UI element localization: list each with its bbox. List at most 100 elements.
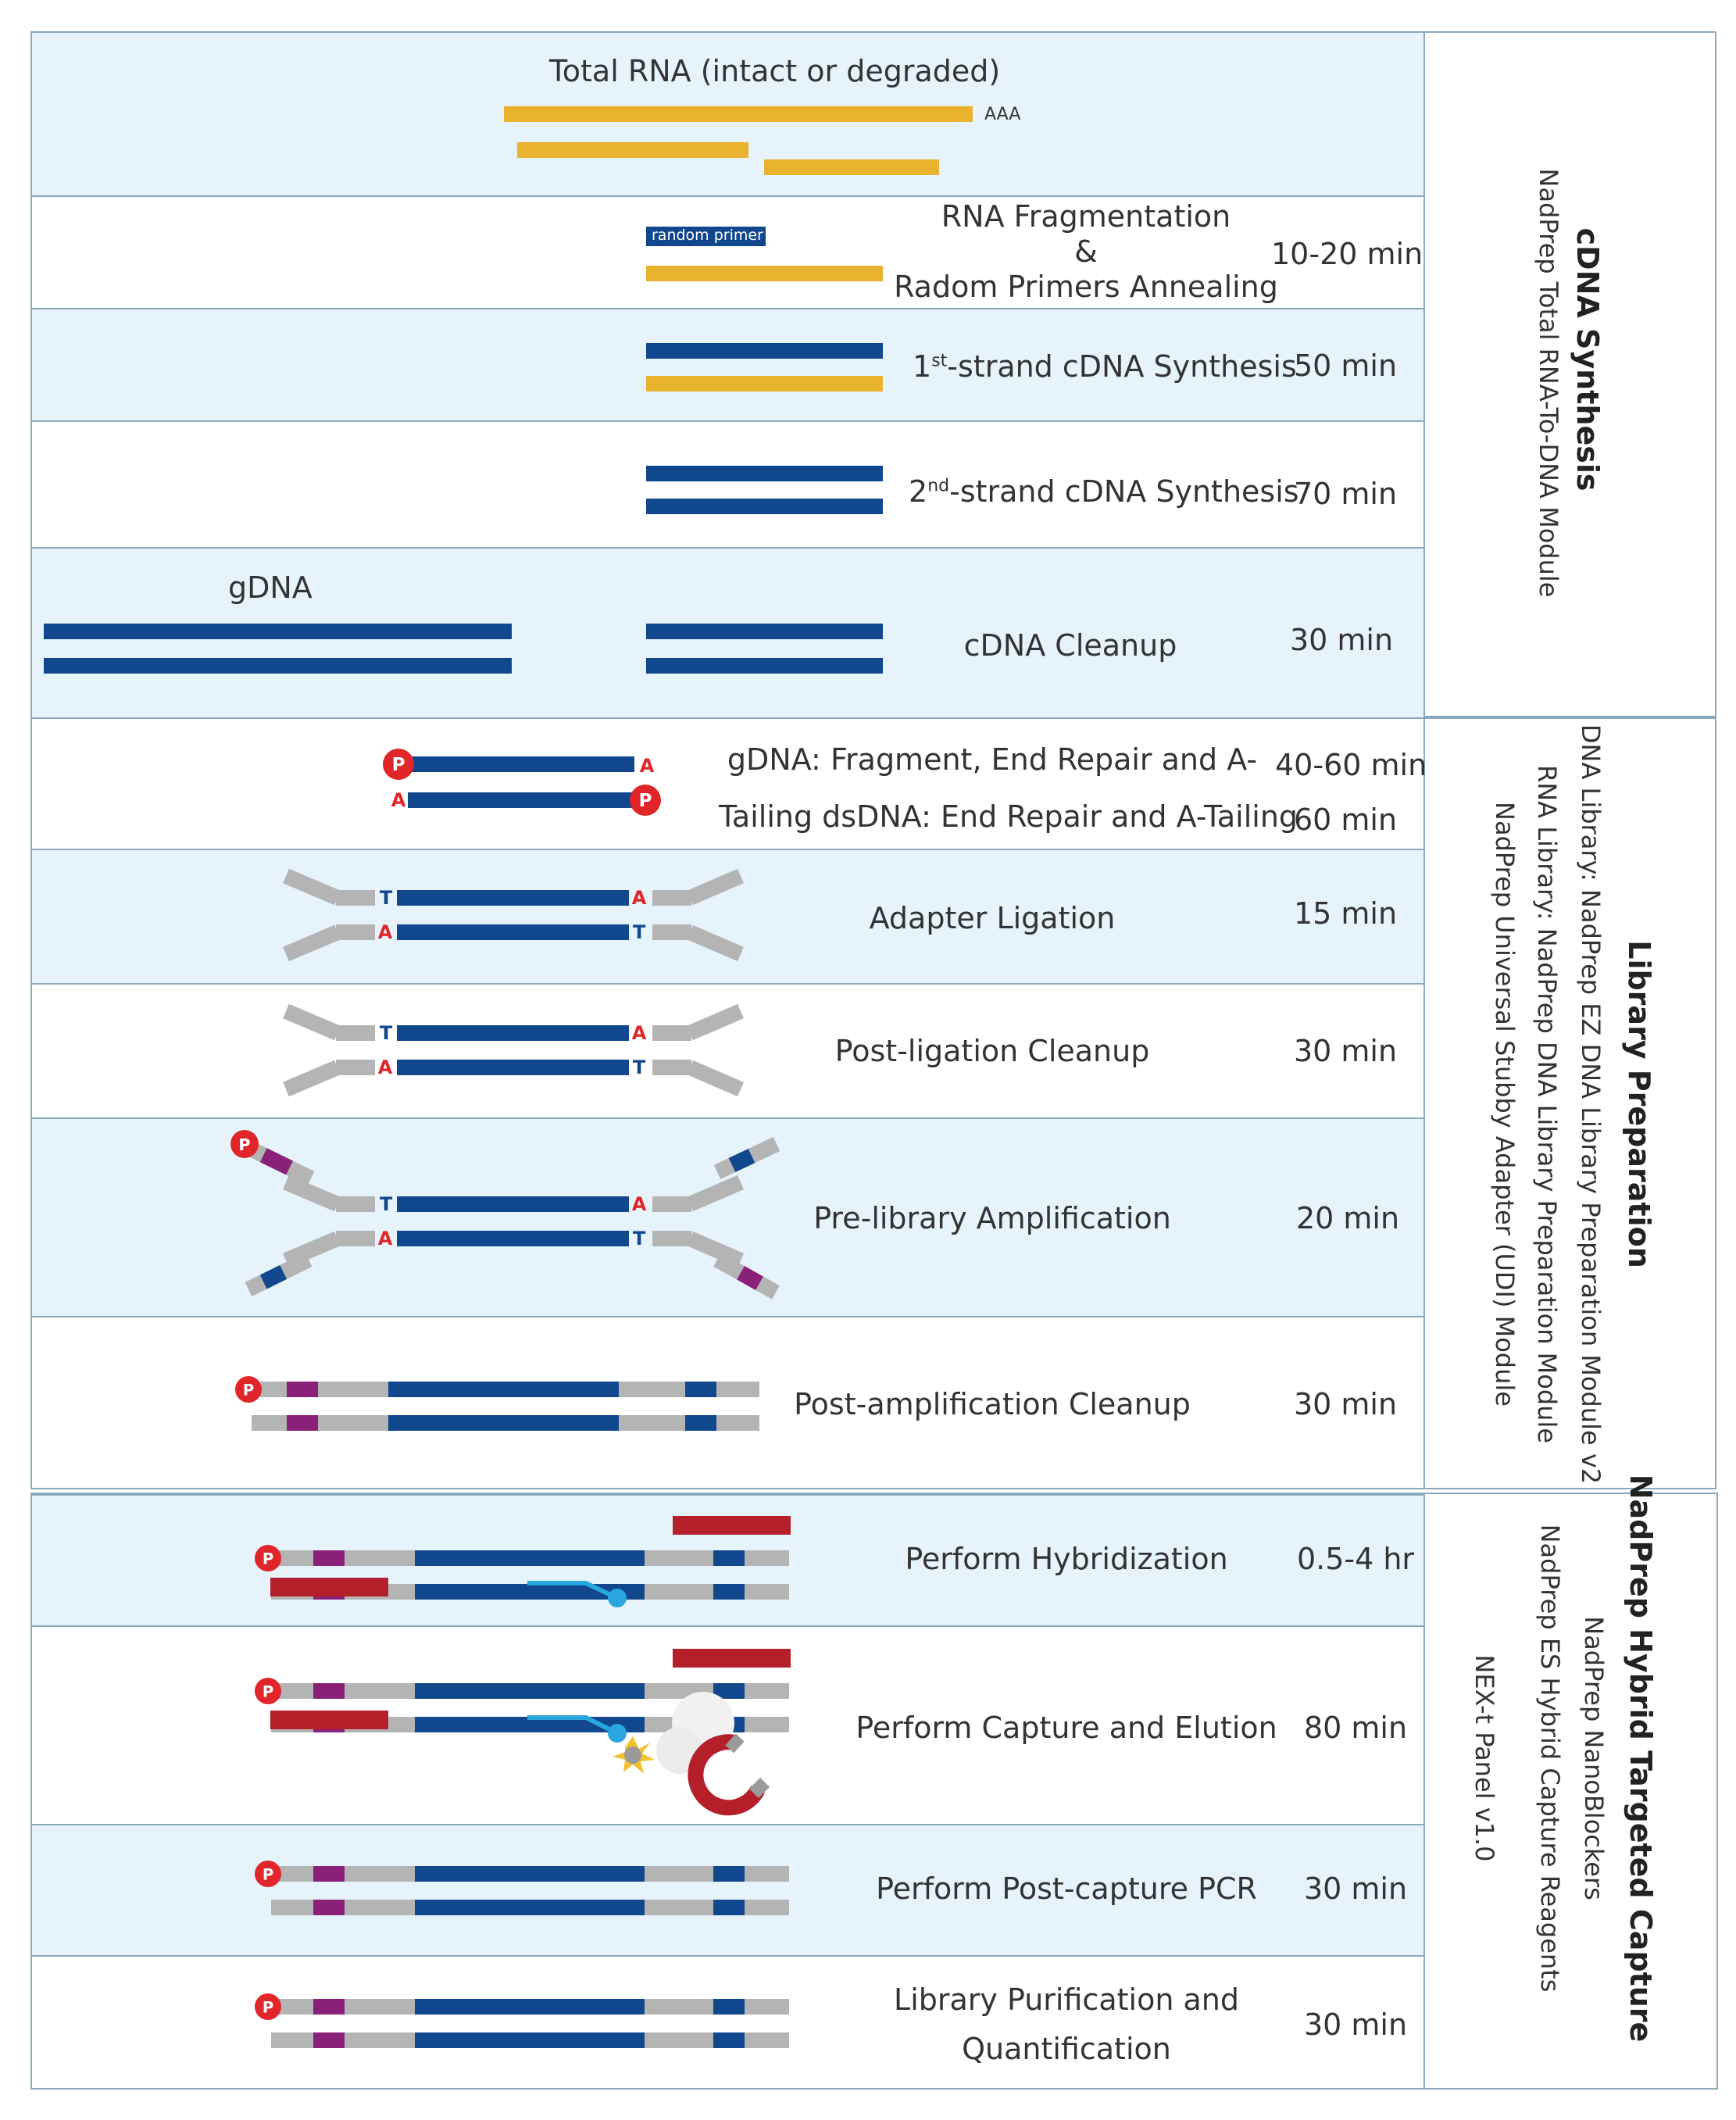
rna-fragment-1 xyxy=(517,142,748,158)
gdna-top xyxy=(44,624,512,639)
first-strand-sup: st xyxy=(931,351,948,371)
purified-library-top-seg-0 xyxy=(271,1999,313,2015)
hyb-library-top-seg-3 xyxy=(415,1550,645,1566)
capture-section-panel: NEX-t Panel v1.0 xyxy=(1470,1654,1499,1862)
purified-library-top-seg-1 xyxy=(313,1999,345,2015)
purified-library-top-seg-4 xyxy=(645,1999,713,2015)
pcr-library-phosphate-letter: P xyxy=(263,1866,273,1884)
pcr-library-bottom-seg-3 xyxy=(415,1900,645,1915)
first-strand-num: 1 xyxy=(913,349,932,384)
ds-cdna-top xyxy=(646,466,883,481)
pre-library-adapter-right-bottom-arm xyxy=(687,1231,744,1268)
fragmentation-time: 10-20 min xyxy=(1271,237,1423,271)
ligation-adapter-left-bottom-arm xyxy=(283,924,341,962)
cdna-top xyxy=(646,624,883,639)
post-ligation-adapter-right-bottom-stub xyxy=(652,1060,691,1075)
hyb-library-top-seg-5 xyxy=(713,1550,745,1566)
capture-library-top-seg-3 xyxy=(415,1683,645,1699)
ligation-adapter-left-top-arm xyxy=(283,868,341,906)
row-post-amp xyxy=(30,1316,1424,1489)
pre-library-insert-bottom xyxy=(397,1231,629,1246)
post-amp-library-top-seg-5 xyxy=(685,1382,716,1397)
pcr-library-top-seg-2 xyxy=(345,1866,415,1882)
phosphate-bottom xyxy=(630,785,661,816)
capture-time: 80 min xyxy=(1303,1711,1408,1745)
post-amp-library-bottom-seg-3 xyxy=(388,1415,619,1431)
pcr-library-top-seg-5 xyxy=(713,1866,745,1882)
post-amp-library-bottom-seg-1 xyxy=(287,1415,318,1431)
pre-library-label: Pre-library Amplification xyxy=(813,1201,1171,1235)
random-primer-label: random primer xyxy=(652,227,763,244)
hyb-library-phosphate-letter: P xyxy=(263,1550,273,1568)
hyb-library-bottom-seg-6 xyxy=(745,1584,789,1600)
pre-library-adapter-left-bottom-arm xyxy=(283,1231,341,1268)
row-second-strand xyxy=(30,420,1424,547)
fragmentation-line2: & xyxy=(1074,234,1098,269)
post-ligation-adapter-left-top-stub xyxy=(336,1025,375,1041)
rna-primed-strand xyxy=(646,266,883,281)
pre-library-adapter-right-top-arm xyxy=(687,1174,744,1212)
ligation-t-right-bottom: T xyxy=(633,921,646,943)
hyb-library-bottom-seg-4 xyxy=(645,1584,713,1600)
second-strand-label: 2nd-strand cDNA Synthesis xyxy=(909,477,1299,506)
purification-line2: Quantification xyxy=(962,2032,1171,2066)
pre-library-insert-top xyxy=(397,1196,629,1212)
cdna-bottom xyxy=(646,658,883,674)
capture-section-reagents: NadPrep ES Hybrid Capture Reagents xyxy=(1535,1524,1565,1993)
post-ligation-insert-top xyxy=(397,1025,629,1041)
capture-section-title: NadPrep Hybrid Targeted Capture xyxy=(1623,1474,1658,2043)
purified-library-bottom-seg-0 xyxy=(271,2032,313,2048)
row-end-repair xyxy=(30,717,1424,849)
ligation-adapter-right-top-stub xyxy=(652,890,691,906)
pre-library-a-left-bottom: A xyxy=(378,1228,393,1249)
phosphate-top xyxy=(383,749,414,780)
frame-side-library xyxy=(1423,717,1716,1489)
row-adapter-ligation xyxy=(30,849,1424,983)
ligation-adapter-right-top-arm xyxy=(687,868,744,906)
rna-template xyxy=(646,376,883,391)
hyb-library-top-seg-4 xyxy=(645,1550,713,1566)
adapter-ligation-time: 15 min xyxy=(1293,896,1398,931)
pcr-library-phosphate xyxy=(255,1861,281,1887)
poly-a-label: AAA xyxy=(984,105,1021,124)
post-ligation-adapter-left-bottom-stub xyxy=(336,1060,375,1075)
pcr-library-top-seg-1 xyxy=(313,1866,345,1882)
purified-library-top-seg-6 xyxy=(745,1999,789,2015)
primer-p5-phosphate xyxy=(230,1130,259,1158)
pcr-library-top-seg-3 xyxy=(415,1866,645,1882)
purified-library-bottom-seg-4 xyxy=(645,2032,713,2048)
capture-library-top-seg-0 xyxy=(271,1683,313,1699)
row-purification xyxy=(30,1955,1424,2088)
post-ligation-time: 30 min xyxy=(1293,1034,1398,1068)
pcr-library-bottom-seg-4 xyxy=(645,1900,713,1915)
hyb-library-top-seg-6 xyxy=(745,1550,789,1566)
ligation-t-left-top: T xyxy=(380,887,393,909)
post-ligation-adapter-right-top-stub xyxy=(652,1025,691,1041)
first-strand-rest: -strand cDNA Synthesis xyxy=(947,349,1297,384)
post-amp-label: Post-amplification Cleanup xyxy=(794,1387,1191,1421)
frame-side-cdna xyxy=(1423,31,1716,717)
post-amp-library-bottom-seg-0 xyxy=(252,1415,287,1431)
total-rna-label: Total RNA (intact or degraded) xyxy=(549,54,1001,88)
pcr-library-bottom-seg-2 xyxy=(345,1900,415,1915)
ligation-insert-top xyxy=(397,890,629,906)
pcr-library-bottom-seg-1 xyxy=(313,1900,345,1915)
post-ligation-adapter-right-top-arm xyxy=(687,1003,744,1041)
hyb-library-top-seg-0 xyxy=(271,1550,313,1566)
cdna-section-title: cDNA Synthesis xyxy=(1570,227,1605,492)
post-ligation-adapter-left-bottom-arm xyxy=(283,1060,341,1097)
gdna-label: gDNA xyxy=(228,570,313,605)
phosphate-bottom-letter: P xyxy=(639,791,652,811)
post-ligation-adapter-right-bottom-arm xyxy=(687,1060,744,1097)
pre-library-adapter-left-top-arm xyxy=(283,1174,341,1212)
first-strand-time: 50 min xyxy=(1293,349,1398,383)
pre-library-time: 20 min xyxy=(1295,1201,1400,1235)
phosphate-top-letter: P xyxy=(392,755,405,775)
library-section-title: Library Preparation xyxy=(1622,940,1656,1268)
capture-library-phosphate-letter: P xyxy=(263,1683,273,1701)
biotin-linker-hyb xyxy=(527,1581,619,1600)
purification-line1: Library Purification and xyxy=(894,1982,1239,2017)
post-amp-time: 30 min xyxy=(1293,1387,1398,1421)
post-amp-library-top-seg-3 xyxy=(388,1382,619,1397)
pcr-library-bottom-seg-5 xyxy=(713,1900,745,1915)
